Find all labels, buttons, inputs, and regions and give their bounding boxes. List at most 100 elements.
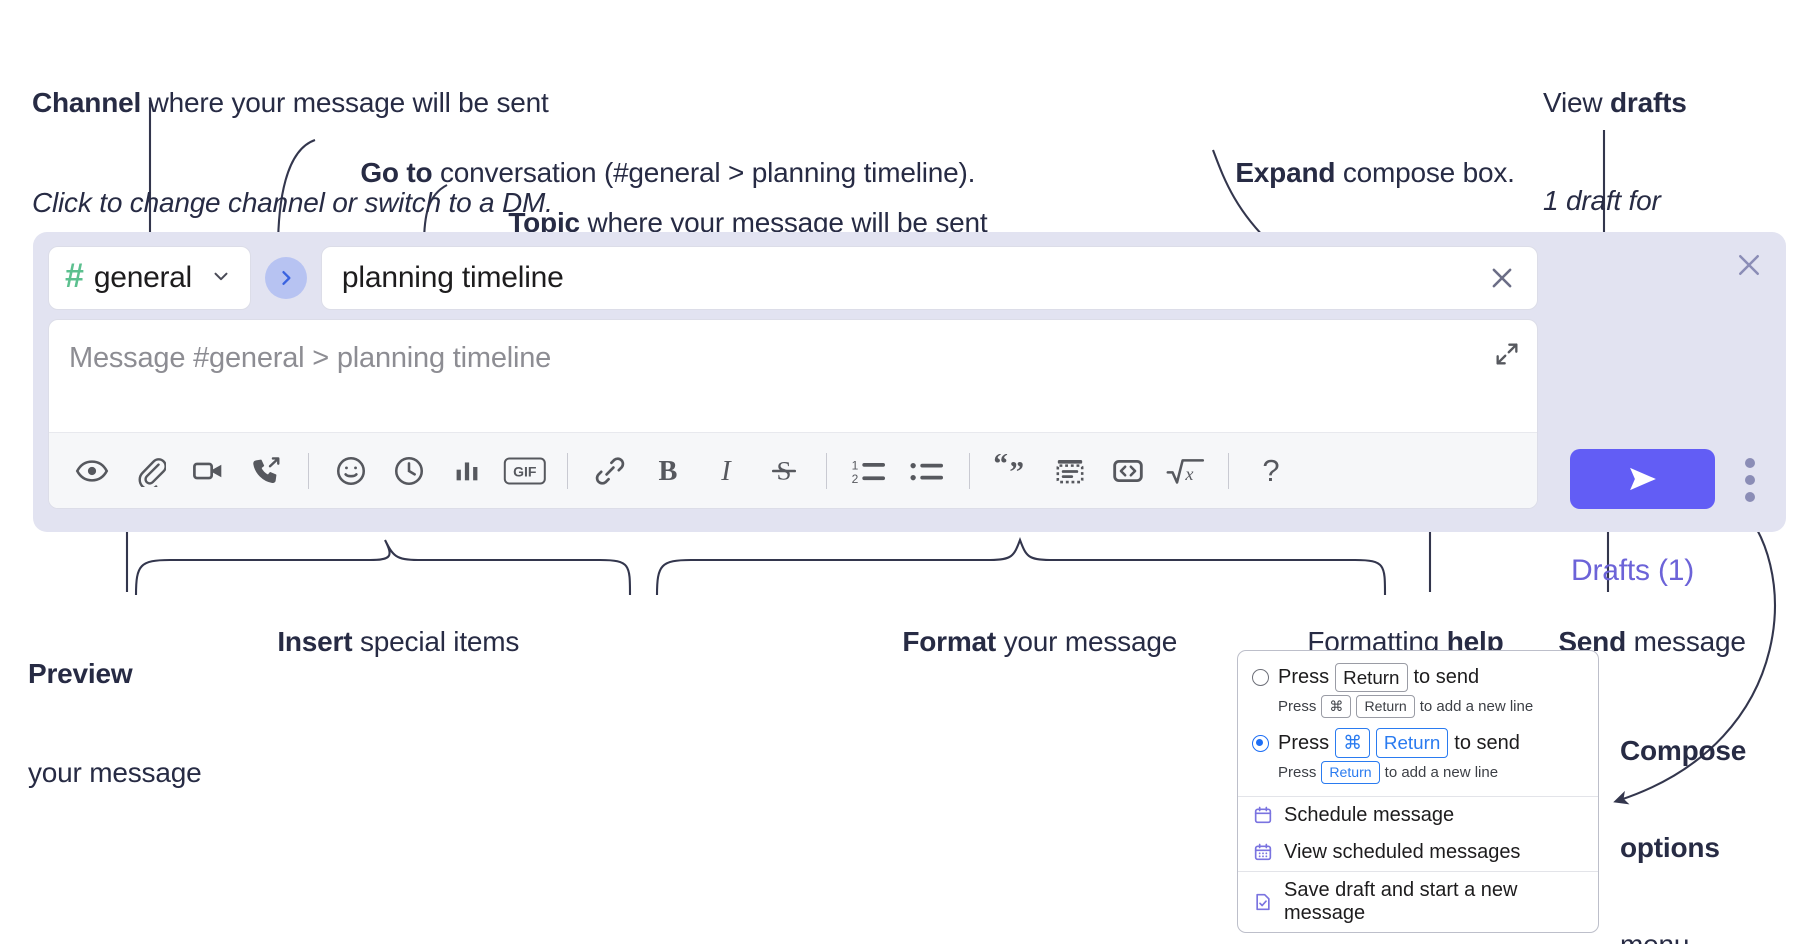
- toolbar-separator: [826, 452, 827, 489]
- toolbar-separator: [567, 452, 568, 489]
- preview-button[interactable]: [63, 442, 121, 500]
- expand-compose-button[interactable]: [1493, 340, 1521, 368]
- link-button[interactable]: [581, 442, 639, 500]
- key-command: ⌘: [1335, 728, 1370, 758]
- annotation-compose-options-bold2: options: [1620, 831, 1720, 863]
- topic-input[interactable]: planning timeline: [320, 246, 1538, 310]
- option-cmd-return-to-send[interactable]: Press ⌘ Return to send: [1252, 728, 1584, 758]
- attachment-paperclip-icon: [138, 457, 166, 487]
- menu-item-save-draft[interactable]: Save draft and start a new message: [1238, 872, 1598, 932]
- annotation-drafts-plain: View: [1543, 86, 1610, 118]
- formatting-toolbar: GIF B: [49, 432, 1537, 508]
- svg-text:“: “: [993, 454, 1008, 481]
- bulleted-list-button[interactable]: [898, 442, 956, 500]
- bold-icon: B: [659, 456, 678, 487]
- annotation-drafts-bold: drafts: [1609, 86, 1687, 118]
- annotation-insert-bold: Insert: [277, 626, 353, 658]
- compose-header-row: # general planning timeline: [48, 246, 1538, 310]
- svg-text:x: x: [1184, 464, 1193, 484]
- option2-sub-tail: to add a new line: [1384, 763, 1499, 781]
- menu-item-label: Schedule message: [1284, 803, 1455, 826]
- annotation-goto-bold: Go to: [360, 157, 433, 189]
- send-shortcut-options: Press Return to send Press ⌘ Return to a…: [1238, 651, 1598, 796]
- bar-chart-icon: [456, 461, 478, 480]
- clear-topic-button[interactable]: [1483, 259, 1521, 297]
- strikethrough-icon: S: [771, 455, 797, 485]
- svg-text:B: B: [659, 456, 678, 487]
- toolbar-separator: [1228, 452, 1229, 489]
- gif-icon: GIF: [503, 457, 546, 484]
- preview-icon: [75, 459, 109, 482]
- attach-file-button[interactable]: [121, 442, 179, 500]
- option-cmd-return-label: Press ⌘ Return to send: [1278, 728, 1520, 758]
- menu-divider: [1238, 870, 1598, 872]
- radio-return-to-send[interactable]: [1252, 669, 1269, 687]
- key-return: Return: [1335, 663, 1408, 693]
- svg-text:GIF: GIF: [513, 463, 537, 479]
- kebab-dot: [1745, 492, 1755, 502]
- topic-value: planning timeline: [341, 261, 564, 294]
- option-return-label: Press Return to send: [1278, 663, 1479, 693]
- option-return-to-send[interactable]: Press Return to send: [1252, 663, 1584, 693]
- video-camera-icon: [193, 462, 222, 479]
- hash-icon: #: [65, 257, 84, 295]
- annotation-channel-bold: Channel: [32, 86, 142, 118]
- calendar-grid-icon: [1252, 841, 1274, 863]
- annotation-format-rest: your message: [996, 626, 1178, 658]
- compose-options-button[interactable]: [1735, 454, 1765, 506]
- annotation-goto-rest: conversation (#general > planning timeli…: [432, 157, 976, 189]
- option-cmd-return-sub: Press Return to add a new line: [1278, 760, 1584, 784]
- key-return: Return: [1375, 728, 1449, 758]
- annotation-format-bold: Format: [902, 626, 997, 658]
- poll-button[interactable]: [438, 442, 496, 500]
- italic-button[interactable]: I: [697, 442, 755, 500]
- menu-item-view-scheduled-messages[interactable]: View scheduled messages: [1238, 834, 1598, 871]
- channel-name-label: general: [93, 261, 192, 294]
- annotation-expand-rest: compose box.: [1335, 157, 1515, 189]
- svg-text:1: 1: [852, 458, 859, 472]
- option-return-sub: Press ⌘ Return to add a new line: [1278, 695, 1584, 719]
- italic-icon: I: [720, 456, 732, 487]
- key-command: ⌘: [1321, 695, 1352, 719]
- channel-selector[interactable]: # general: [48, 246, 251, 310]
- annotation-expand-bold: Expand: [1235, 157, 1336, 189]
- code-block-button[interactable]: [1041, 442, 1099, 500]
- schedule-button[interactable]: [380, 442, 438, 500]
- strikethrough-button[interactable]: S: [755, 442, 813, 500]
- annotation-preview: Preview your message: [28, 595, 202, 851]
- blockquote-icon: “ ”: [993, 454, 1024, 488]
- code-block-icon: [1056, 459, 1084, 483]
- code-inline-button[interactable]: [1099, 442, 1157, 500]
- option1-press-text: Press: [1278, 666, 1330, 689]
- blockquote-button[interactable]: “ ”: [983, 442, 1041, 500]
- send-message-button[interactable]: [1570, 449, 1715, 509]
- send-paper-plane-icon: [1629, 467, 1656, 491]
- ordered-list-button[interactable]: 1 2: [840, 442, 898, 500]
- goto-conversation-button[interactable]: [264, 257, 307, 299]
- drafts-link[interactable]: Drafts (1): [1571, 554, 1695, 587]
- annotation-goto: Go to conversation (#general > planning …: [330, 126, 975, 220]
- calendar-schedule-icon: [1252, 804, 1274, 826]
- audio-clip-button[interactable]: [237, 442, 295, 500]
- message-input-area[interactable]: Message #general > planning timeline: [48, 319, 1538, 509]
- chevron-right-icon: [282, 271, 291, 285]
- gif-button[interactable]: GIF: [496, 442, 554, 500]
- bold-button[interactable]: B: [639, 442, 697, 500]
- emoji-button[interactable]: [322, 442, 380, 500]
- expand-icon: [1496, 343, 1518, 365]
- menu-divider: [1238, 795, 1598, 797]
- close-compose-button[interactable]: [1730, 246, 1768, 284]
- video-clip-button[interactable]: [179, 442, 237, 500]
- annotation-insert: Insert special items: [247, 595, 519, 689]
- formatting-help-button[interactable]: ?: [1262, 452, 1280, 488]
- kebab-dot: [1745, 458, 1755, 468]
- math-button[interactable]: x: [1157, 442, 1215, 500]
- radio-cmd-return-to-send[interactable]: [1252, 734, 1269, 752]
- menu-item-schedule-message[interactable]: Schedule message: [1238, 797, 1598, 834]
- svg-text:”: ”: [1009, 456, 1024, 487]
- ordered-list-icon: 1 2: [852, 458, 885, 486]
- message-placeholder: Message #general > planning timeline: [69, 342, 552, 374]
- svg-text:2: 2: [852, 472, 859, 486]
- toolbar-separator: [308, 452, 309, 489]
